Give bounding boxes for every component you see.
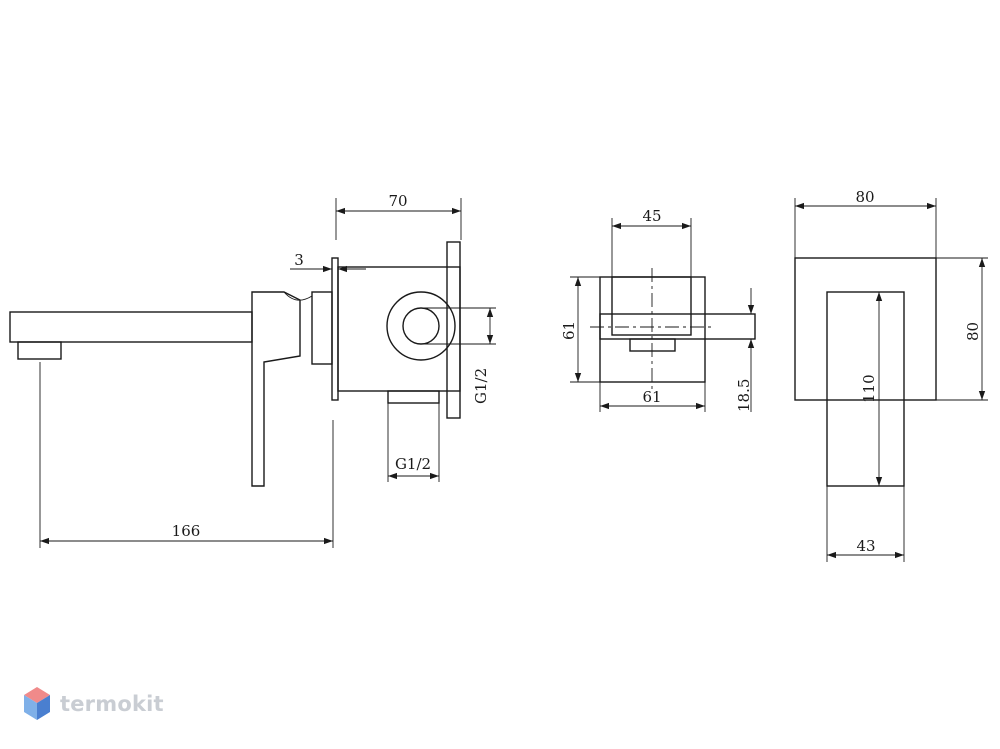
front-inner-box <box>611 276 692 336</box>
dim-label-spout-reach: 166 <box>172 522 201 540</box>
side-inlet-outer-ring <box>386 291 456 361</box>
dim-label-handle-width: 43 <box>856 537 875 555</box>
side-lever-curve <box>283 291 313 301</box>
logo-text: termokit <box>60 692 164 716</box>
dim-label-front-height: 61 <box>560 321 578 340</box>
dim-label-plate-thickness: 3 <box>294 251 304 269</box>
dim-label-front-bottom-width: 61 <box>642 388 661 406</box>
plate-outline <box>794 257 937 401</box>
front-outlet-bar <box>599 313 756 340</box>
embedded-box <box>337 266 461 392</box>
spout-aerator <box>17 341 62 360</box>
front-box <box>599 276 706 383</box>
termokit-logo: termokit <box>22 686 164 722</box>
wall-plate <box>331 257 339 401</box>
handle-outline <box>826 291 905 487</box>
side-lever <box>251 291 301 487</box>
dim-label-front-offset: 18.5 <box>735 379 753 412</box>
dim-label-handle-length: 110 <box>860 374 878 403</box>
dim-label-plate-width: 80 <box>855 188 874 206</box>
hexagon-cube-icon <box>24 687 50 720</box>
dim-label-front-top-width: 45 <box>642 207 661 225</box>
rear-flange <box>446 241 461 419</box>
plate-view: 80 80 110 43 <box>794 188 988 562</box>
bottom-inlet <box>387 390 440 404</box>
side-view: 70 3 G1/2 G1/2 166 <box>9 192 496 548</box>
dim-label-plate-height: 80 <box>964 322 982 341</box>
dim-label-body-width: 70 <box>388 192 407 210</box>
front-view: 45 61 61 18.5 <box>560 207 756 412</box>
dim-label-side-inlet: G1/2 <box>472 368 490 404</box>
dim-label-bottom-inlet: G1/2 <box>395 455 431 473</box>
spout <box>9 311 253 343</box>
side-inlet-inner-ring <box>402 307 440 345</box>
body-collar <box>311 291 333 365</box>
front-outlet-stub <box>629 338 676 352</box>
